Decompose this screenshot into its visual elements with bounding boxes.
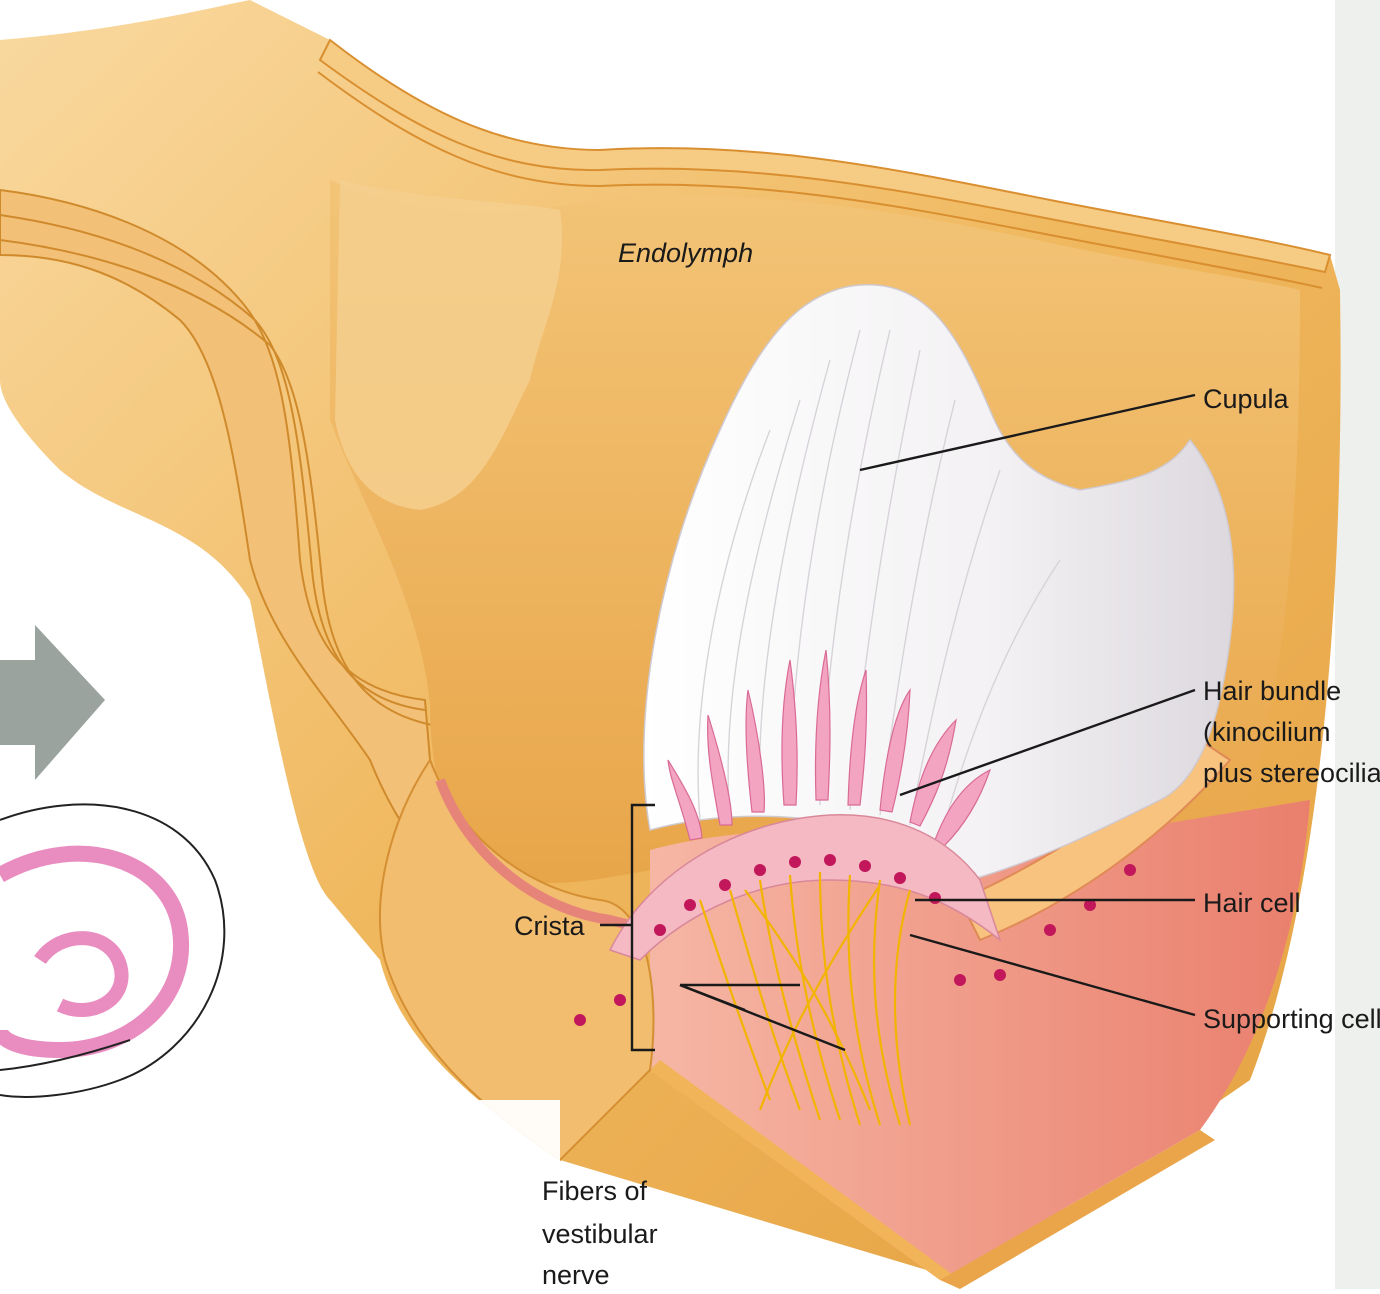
endolymph-label: Endolymph	[618, 238, 753, 268]
fibers-label-3: nerve	[542, 1260, 610, 1289]
cochlea-spiral-inset	[0, 804, 224, 1096]
page-margin	[1335, 0, 1380, 1289]
hair-bundle-label-1: Hair bundle	[1203, 676, 1341, 706]
cupula-label: Cupula	[1203, 384, 1290, 414]
supporting-cell-label: Supporting cell	[1203, 1004, 1380, 1034]
background	[0, 1100, 560, 1289]
hair-bundle-label-3: plus stereocilia)	[1203, 758, 1380, 788]
hair-cell-label: Hair cell	[1203, 888, 1301, 918]
direction-arrow	[0, 625, 105, 780]
fibers-label-2: vestibular	[542, 1219, 658, 1249]
crista-label: Crista	[514, 911, 585, 941]
hair-bundle-label-2: (kinocilium	[1203, 717, 1331, 747]
fibers-label-1: Fibers of	[542, 1176, 648, 1206]
